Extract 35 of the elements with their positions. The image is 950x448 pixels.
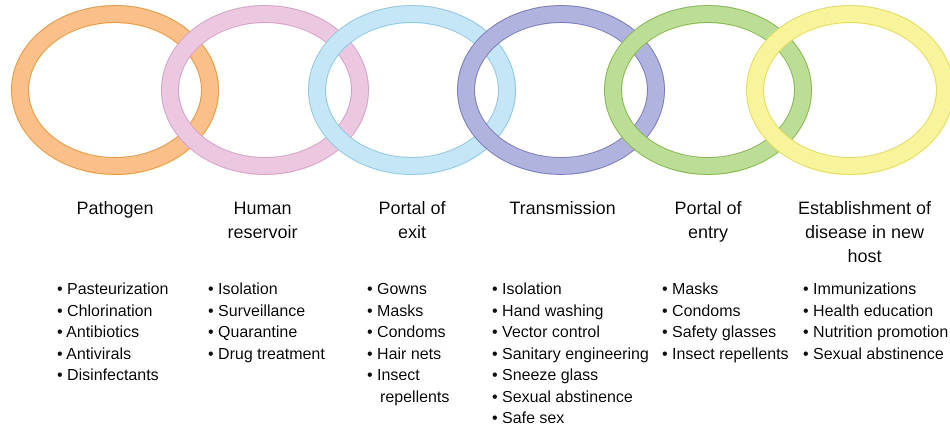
bullet-item: • Insect repellents	[367, 366, 450, 408]
bullet-item: • Pasteurization	[57, 280, 170, 300]
bullet-item: • Isolation	[492, 280, 563, 300]
column-heading: Portal of exit	[377, 197, 447, 244]
bullet-item: • Nutrition promotion	[803, 323, 950, 343]
bullet-item: • Masks	[367, 302, 424, 322]
bullet-item: • Condoms	[367, 323, 447, 343]
bullet-item: • Sanitary engineering	[492, 344, 650, 364]
bullet-item: • Immunizations	[803, 280, 918, 300]
bullet-item: • Insect repellents	[662, 344, 790, 364]
bullet-item: • Gowns	[367, 280, 428, 300]
bullet-item: • Antibiotics	[57, 323, 140, 343]
bullet-item: • Safety glasses	[662, 323, 778, 343]
bullet-item: • Disinfectants	[57, 366, 160, 386]
bullet-item: • Condoms	[662, 302, 742, 322]
bullet-item: • Sexual abstinence	[803, 344, 945, 364]
bullet-item: • Vector control	[492, 323, 601, 343]
bullet-item: • Hand washing	[492, 302, 604, 322]
column-heading: Transmission	[508, 197, 617, 220]
bullet-item: • Isolation	[208, 280, 279, 300]
bullet-item: • Chlorination	[57, 302, 154, 322]
column-heading: Human reservoir	[226, 197, 298, 244]
bullet-item: • Safe sex	[492, 409, 566, 429]
bullet-item: • Antivirals	[57, 344, 132, 364]
column-heading: Establishment of disease in new host	[797, 197, 932, 268]
bullet-item: • Quarantine	[208, 323, 298, 343]
bullet-item: • Health education	[803, 302, 934, 322]
column-heading: Portal of entry	[673, 197, 743, 244]
bullet-item: • Surveillance	[208, 302, 306, 322]
bullet-item: • Hair nets	[367, 344, 442, 364]
bullet-item: • Drug treatment	[208, 344, 326, 364]
bullet-item: • Sexual abstinence	[492, 388, 634, 408]
bullet-item: • Masks	[662, 280, 720, 300]
column-heading: Pathogen	[75, 197, 155, 220]
bullet-item: • Sneeze glass	[492, 366, 600, 386]
